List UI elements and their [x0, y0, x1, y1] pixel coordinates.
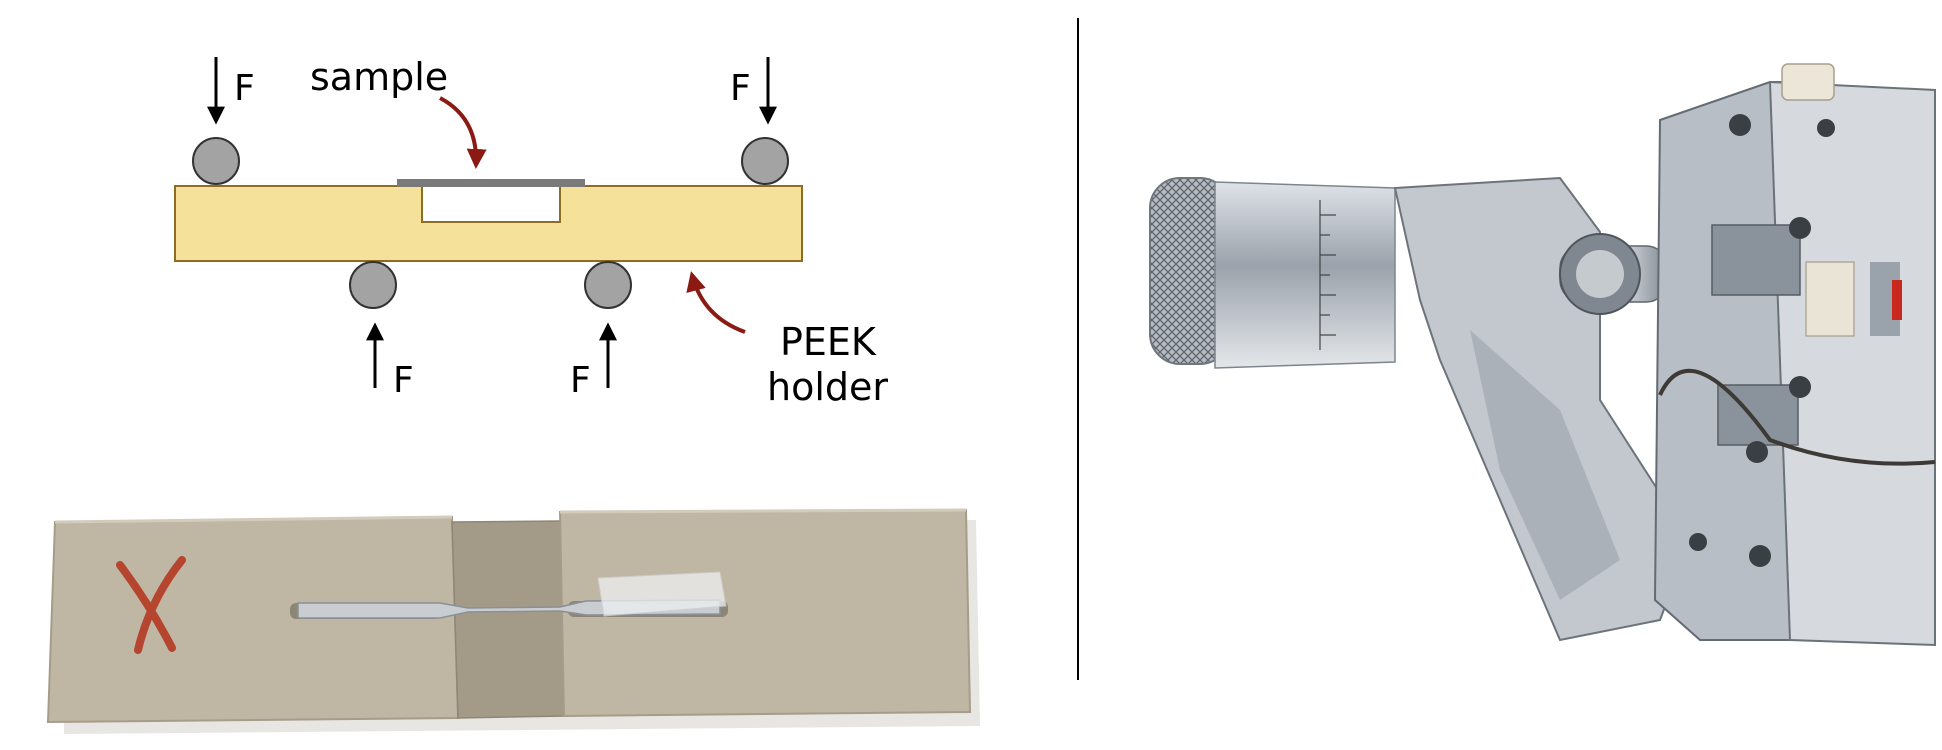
- rig-cable: [1658, 368, 1936, 466]
- holder-recess: [421, 185, 561, 223]
- sample-label: sample: [310, 55, 448, 99]
- roller-icon: [584, 261, 632, 309]
- curved-pointer-arrow-icon: [439, 96, 487, 169]
- roller-icon: [741, 137, 789, 185]
- curved-pointer-arrow-icon: [686, 271, 746, 334]
- force-label: F: [393, 360, 414, 401]
- sample-strip: [397, 179, 585, 187]
- holder-photo: [46, 508, 980, 734]
- micrometer-thimble: [1214, 181, 1396, 369]
- force-label: F: [730, 68, 751, 109]
- roller-icon: [349, 261, 397, 309]
- rig-white-tip: [1781, 63, 1835, 101]
- force-label: F: [234, 68, 255, 109]
- rig-photo: [1149, 63, 1936, 647]
- peek-channel: [451, 520, 565, 719]
- micrometer-scale: [1319, 200, 1336, 350]
- rig-screws: [1689, 114, 1835, 567]
- peek-block-left: [46, 515, 460, 724]
- marker-x-icon: [116, 556, 186, 654]
- holder-label-line2: holder: [767, 365, 888, 409]
- adhesive-tape: [597, 571, 727, 617]
- force-label: F: [570, 360, 591, 401]
- rig-side-plate: [1768, 80, 1936, 647]
- schematic-diagram: F F F F sample PEEK holder: [174, 55, 888, 409]
- holder-label-line1: PEEK: [780, 320, 877, 364]
- roller-icon: [192, 137, 240, 185]
